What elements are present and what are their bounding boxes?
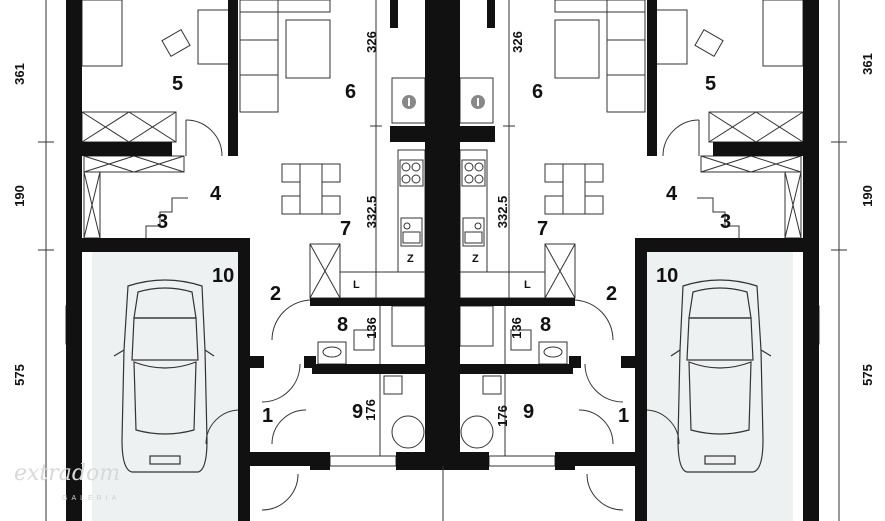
dim-176-right: 176	[495, 405, 510, 427]
watermark-sub: GALERIA	[62, 495, 120, 502]
room-10-label: 10	[212, 265, 234, 287]
room-7-label: 7	[340, 218, 351, 240]
room-1-label-right: 1	[618, 405, 629, 427]
dim-361-left: 361	[12, 63, 27, 85]
room-5-label: 5	[172, 73, 183, 95]
room-2-label: 2	[270, 283, 281, 305]
room-10-label-right: 10	[656, 265, 678, 287]
dim-575-left: 575	[12, 364, 27, 386]
room-3-label-right: 3	[720, 211, 731, 233]
dim-136-right: 136	[509, 317, 524, 339]
cooker-mark-right: Z	[472, 253, 479, 265]
room-4-label-right: 4	[666, 183, 678, 205]
left-unit	[37, 0, 444, 521]
room-9-label: 9	[352, 401, 363, 423]
dim-332-5-left: 332.5	[364, 196, 379, 229]
dim-332-5-right: 332.5	[495, 196, 510, 229]
info-icon-right	[471, 95, 485, 109]
room-8-label: 8	[337, 314, 348, 336]
room-7-label-right: 7	[537, 218, 548, 240]
room-3-label: 3	[157, 211, 168, 233]
dim-176-left: 176	[363, 399, 378, 421]
cooker-mark: Z	[407, 253, 414, 265]
room-6-label: 6	[345, 81, 356, 103]
room-2-label-right: 2	[606, 283, 617, 305]
dim-136-left: 136	[364, 317, 379, 339]
dim-190-left: 190	[12, 185, 27, 207]
info-icon	[402, 95, 416, 109]
watermark-logo: extradom	[14, 461, 120, 486]
room-8-label-right: 8	[540, 314, 551, 336]
dim-326-right: 326	[510, 31, 525, 53]
dim-326-left: 326	[364, 31, 379, 53]
room-4-label: 4	[210, 183, 222, 205]
fridge-mark-right: L	[524, 279, 531, 291]
dim-361-right: 361	[860, 53, 875, 75]
dim-190-right: 190	[860, 185, 875, 207]
room-5-label-right: 5	[705, 73, 716, 95]
right-unit	[441, 0, 848, 521]
room-1-label: 1	[262, 405, 273, 427]
room-6-label-right: 6	[532, 81, 543, 103]
fridge-mark: L	[353, 279, 360, 291]
room-9-label-right: 9	[523, 401, 534, 423]
dim-575-right: 575	[860, 364, 875, 386]
